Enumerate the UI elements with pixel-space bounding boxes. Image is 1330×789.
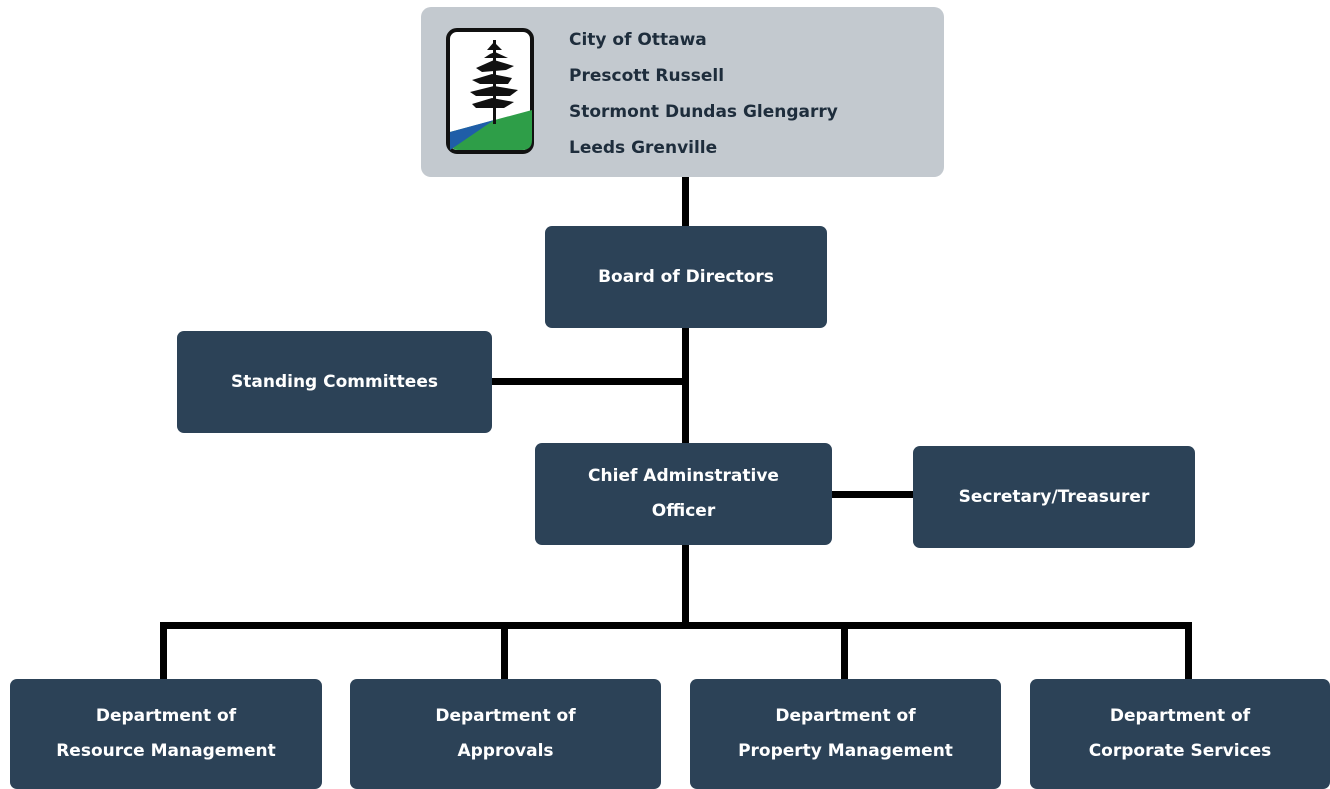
department-label-line1: Department of (775, 706, 916, 726)
organization-name: Prescott Russell (569, 66, 725, 86)
header-panel: City of Ottawa Prescott Russell Stormont… (421, 7, 944, 177)
connector-departments-bus (160, 622, 1192, 629)
connector-header-to-board (682, 177, 689, 227)
department-approvals-node: Department of Approvals (350, 679, 661, 789)
connector-secretary (829, 491, 915, 498)
department-corporate-services-node: Department of Corporate Services (1030, 679, 1330, 789)
department-label-line1: Department of (435, 706, 576, 726)
department-label-line1: Department of (1109, 706, 1251, 726)
department-resource-management-node: Department of Resource Management (10, 679, 322, 789)
board-of-directors-node: Board of Directors (545, 226, 827, 328)
organization-name: City of Ottawa (569, 30, 707, 50)
connector-drop-corporate (1185, 622, 1192, 680)
department-label-line2: Corporate Services (1088, 741, 1272, 761)
connector-drop-resource (160, 622, 167, 680)
pine-tree-landscape-logo-icon (446, 28, 534, 154)
chief-administrative-officer-node: Chief Adminstrative Officer (535, 443, 832, 545)
standing-committees-label: Standing Committees (231, 371, 438, 392)
department-label-line2: Approvals (457, 741, 554, 761)
secretary-treasurer-node: Secretary/Treasurer (913, 446, 1195, 548)
department-label-line2: Property Management (738, 741, 953, 761)
board-of-directors-label: Board of Directors (598, 266, 774, 287)
organization-list: City of Ottawa Prescott Russell Stormont… (569, 22, 838, 166)
secretary-treasurer-label: Secretary/Treasurer (958, 486, 1150, 507)
chief-administrative-officer-label-line1: Chief Adminstrative (588, 466, 779, 486)
connector-cao-to-departments (682, 544, 689, 626)
department-label-line1: Department of (95, 706, 237, 726)
connector-standing-committees (490, 378, 686, 385)
connector-drop-approvals (501, 622, 508, 680)
organization-name: Leeds Grenville (569, 138, 718, 158)
chief-administrative-officer-label-line2: Officer (651, 501, 716, 521)
department-property-management-node: Department of Property Management (690, 679, 1001, 789)
department-label-line2: Resource Management (56, 741, 276, 761)
connector-board-to-cao (682, 327, 689, 444)
connector-drop-property (841, 622, 848, 680)
organization-name: Stormont Dundas Glengarry (569, 102, 838, 122)
standing-committees-node: Standing Committees (177, 331, 492, 433)
